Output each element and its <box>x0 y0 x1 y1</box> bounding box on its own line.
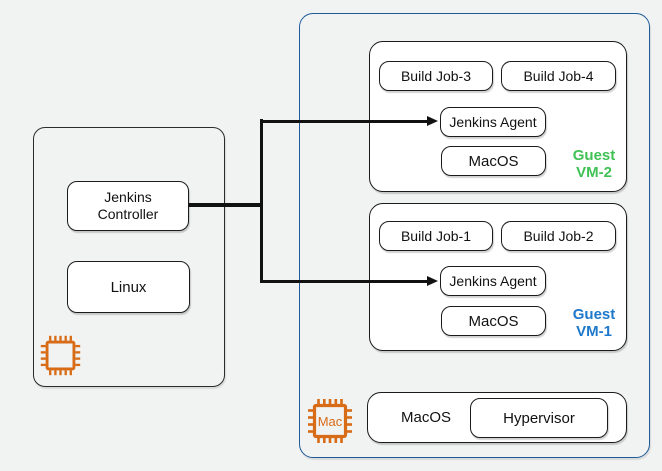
connector-controller-line <box>189 203 263 207</box>
build-job-3-label: Build Job-3 <box>400 67 472 84</box>
linux-label: Linux <box>110 278 147 296</box>
mac-host-box <box>299 13 650 458</box>
build-job-2-label: Build Job-2 <box>523 227 594 244</box>
hypervisor-node: Hypervisor <box>470 398 608 438</box>
mac-cpu-chip-icon: Mac <box>306 397 354 445</box>
build-job-1-label: Build Job-1 <box>400 227 472 244</box>
jenkins-agent-vm1-label: Jenkins Agent <box>449 272 537 289</box>
connector-to-vm1-arrowhead <box>427 275 438 286</box>
build-job-4-label: Build Job-4 <box>523 67 594 84</box>
macos-vm1-node: MacOS <box>441 306 546 336</box>
jenkins-agent-vm1-node: Jenkins Agent <box>440 266 546 296</box>
macos-vm2-label: MacOS <box>468 152 519 170</box>
linux-node: Linux <box>67 261 190 313</box>
macos-vm2-node: MacOS <box>441 146 546 176</box>
hypervisor-label: Hypervisor <box>503 409 575 427</box>
connector-to-vm2-arrowhead <box>427 115 438 126</box>
build-job-4-node: Build Job-4 <box>501 61 616 91</box>
guest-vm2-label: Guest VM-2 <box>572 147 616 181</box>
jenkins-controller-label: Jenkins Controller <box>97 189 159 222</box>
build-job-3-node: Build Job-3 <box>379 61 493 91</box>
jenkins-agent-vm2-label: Jenkins Agent <box>449 113 537 130</box>
build-job-1-node: Build Job-1 <box>379 221 493 251</box>
macos-vm1-label: MacOS <box>468 312 519 330</box>
linux-host-box <box>33 127 225 387</box>
connector-branch-line <box>260 119 263 283</box>
build-job-2-node: Build Job-2 <box>501 221 616 251</box>
cpu-chip-icon <box>39 334 82 377</box>
connector-to-vm1-line <box>262 279 428 283</box>
guest-vm1-label: Guest VM-1 <box>572 306 616 340</box>
connector-to-vm2-line <box>262 119 428 123</box>
mac-chip-label: Mac <box>318 414 343 429</box>
jenkins-agent-vm2-node: Jenkins Agent <box>440 107 546 137</box>
macos-host-label: MacOS <box>400 409 451 426</box>
jenkins-controller-node: Jenkins Controller <box>67 181 189 231</box>
